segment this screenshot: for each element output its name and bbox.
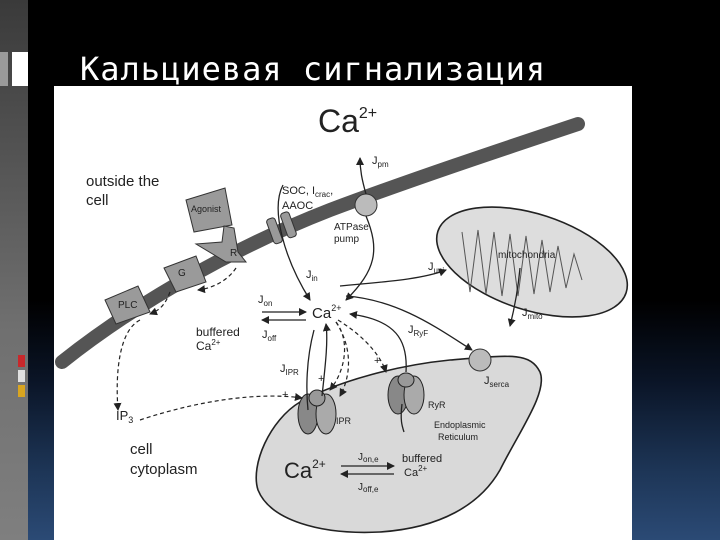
svg-text:Juni: Juni (428, 261, 444, 275)
aaoc-label: AAOC (282, 200, 313, 212)
outside-label-line1: outside the (86, 173, 159, 190)
svg-text:Jin: Jin (306, 269, 318, 283)
ca-top-label: Ca (318, 103, 359, 139)
ip3-sub: 3 (128, 415, 133, 425)
ipr-channel (297, 389, 337, 435)
ca-center-sup: 2+ (331, 303, 341, 313)
cytoplasm-label-line1: cell (130, 441, 153, 458)
j-uni-j: J (428, 261, 434, 273)
side-marker (18, 370, 25, 382)
j-ipr-j: J (280, 363, 286, 375)
svg-text:IP3: IP3 (116, 408, 133, 425)
title-accent-white (12, 52, 28, 86)
ryr-label: RyR (428, 400, 446, 410)
j-ipr-sub: IPR (286, 368, 300, 377)
plc-label: PLC (118, 300, 137, 311)
ca-er-label: Ca (284, 458, 313, 483)
j-mito-sub: mito (528, 312, 544, 321)
ryr-channel (387, 372, 425, 415)
plus-sign: + (282, 389, 288, 401)
svg-text:JRyF: JRyF (408, 324, 428, 338)
svg-text:Ca2+: Ca2+ (196, 338, 221, 353)
soc-sub: crac (315, 190, 330, 199)
svg-text:Jon: Jon (258, 294, 272, 308)
svg-text:Joff: Joff (262, 329, 277, 343)
buffered-er-ca: Ca (404, 467, 419, 479)
atpase-label-line1: ATPase (334, 222, 369, 233)
atpase-pump (354, 193, 378, 217)
svg-text:Joff,e: Joff,e (358, 482, 379, 494)
receptor-shape (194, 225, 248, 263)
buffered-ca: Ca (196, 339, 212, 353)
receptor-label: R (230, 248, 237, 259)
svg-text:Ca2+: Ca2+ (404, 464, 428, 479)
title-accent-gray (0, 52, 8, 86)
j-off-e-sub: off,e (363, 485, 379, 494)
atpase-label-line2: pump (334, 234, 359, 245)
plus-sign: + (374, 355, 380, 367)
aaoc-channel (280, 211, 297, 239)
er-label-line1: Endoplasmic (434, 420, 486, 430)
ca-top-sup: 2+ (359, 105, 377, 122)
buffered-er-label: buffered (402, 453, 442, 465)
svg-text:Jpm: Jpm (372, 155, 389, 169)
j-on-sub: on (264, 299, 273, 308)
cytoplasm-label-line2: cytoplasm (130, 461, 198, 478)
svg-text:Ca2+: Ca2+ (312, 303, 341, 322)
j-off-j: J (262, 329, 268, 341)
j-on-j: J (258, 294, 264, 306)
soc-tail: , (330, 185, 333, 197)
j-on-e-j: J (358, 452, 363, 463)
j-serca-j: J (484, 375, 490, 387)
svg-text:Jon,e: Jon,e (358, 452, 379, 464)
buffered-ca-sup: 2+ (211, 338, 220, 347)
svg-text:Jserca: Jserca (484, 375, 510, 389)
soc-channel (266, 217, 283, 245)
j-pm-sub: pm (378, 160, 389, 169)
svg-text:Ca2+: Ca2+ (284, 457, 326, 483)
j-in-sub: in (312, 274, 318, 283)
soc-label: SOC, I (282, 185, 315, 197)
side-strip (0, 0, 28, 540)
j-serca-sub: serca (490, 380, 510, 389)
ca-center-label: Ca (312, 305, 332, 322)
er-label-line2: Reticulum (438, 432, 478, 442)
agonist-shape (185, 187, 233, 233)
j-mito-j: J (522, 307, 528, 319)
agonist-label: Agonist (191, 204, 222, 214)
j-uni-sub: uni (434, 266, 445, 275)
g-protein-shape (163, 255, 207, 293)
j-off-e-j: J (358, 482, 363, 493)
calcium-diagram: Ca2+ outside the cell Agonist R G PLC SO… (54, 86, 632, 540)
j-on-e-sub: on,e (363, 455, 379, 464)
serca-pump (468, 348, 492, 372)
ca-er-sup: 2+ (312, 457, 326, 471)
side-marker (18, 385, 25, 397)
outside-label-line2: cell (86, 192, 109, 209)
svg-text:SOC, Icrac,: SOC, Icrac, (282, 185, 333, 199)
mitochondria-label: mitochondria (498, 250, 556, 261)
buffered-er-sup: 2+ (418, 464, 427, 473)
svg-text:Ca2+: Ca2+ (318, 103, 377, 139)
side-marker (18, 355, 25, 367)
mitochondria (435, 206, 629, 318)
g-protein-label: G (178, 268, 186, 279)
j-in-j: J (306, 269, 312, 281)
ip3-label: IP (116, 408, 128, 423)
j-ryf-j: J (408, 324, 414, 336)
slide-title: Кальциевая сигнализация (80, 50, 547, 88)
ipr-label: IPR (336, 416, 352, 426)
svg-text:JIPR: JIPR (280, 363, 299, 377)
j-ryf-sub: RyF (414, 329, 429, 338)
j-off-sub: off (268, 334, 278, 343)
buffered-label: buffered (196, 325, 240, 339)
j-pm-j: J (372, 155, 378, 167)
svg-text:Jmito: Jmito (522, 307, 543, 321)
plus-sign: + (318, 373, 324, 385)
